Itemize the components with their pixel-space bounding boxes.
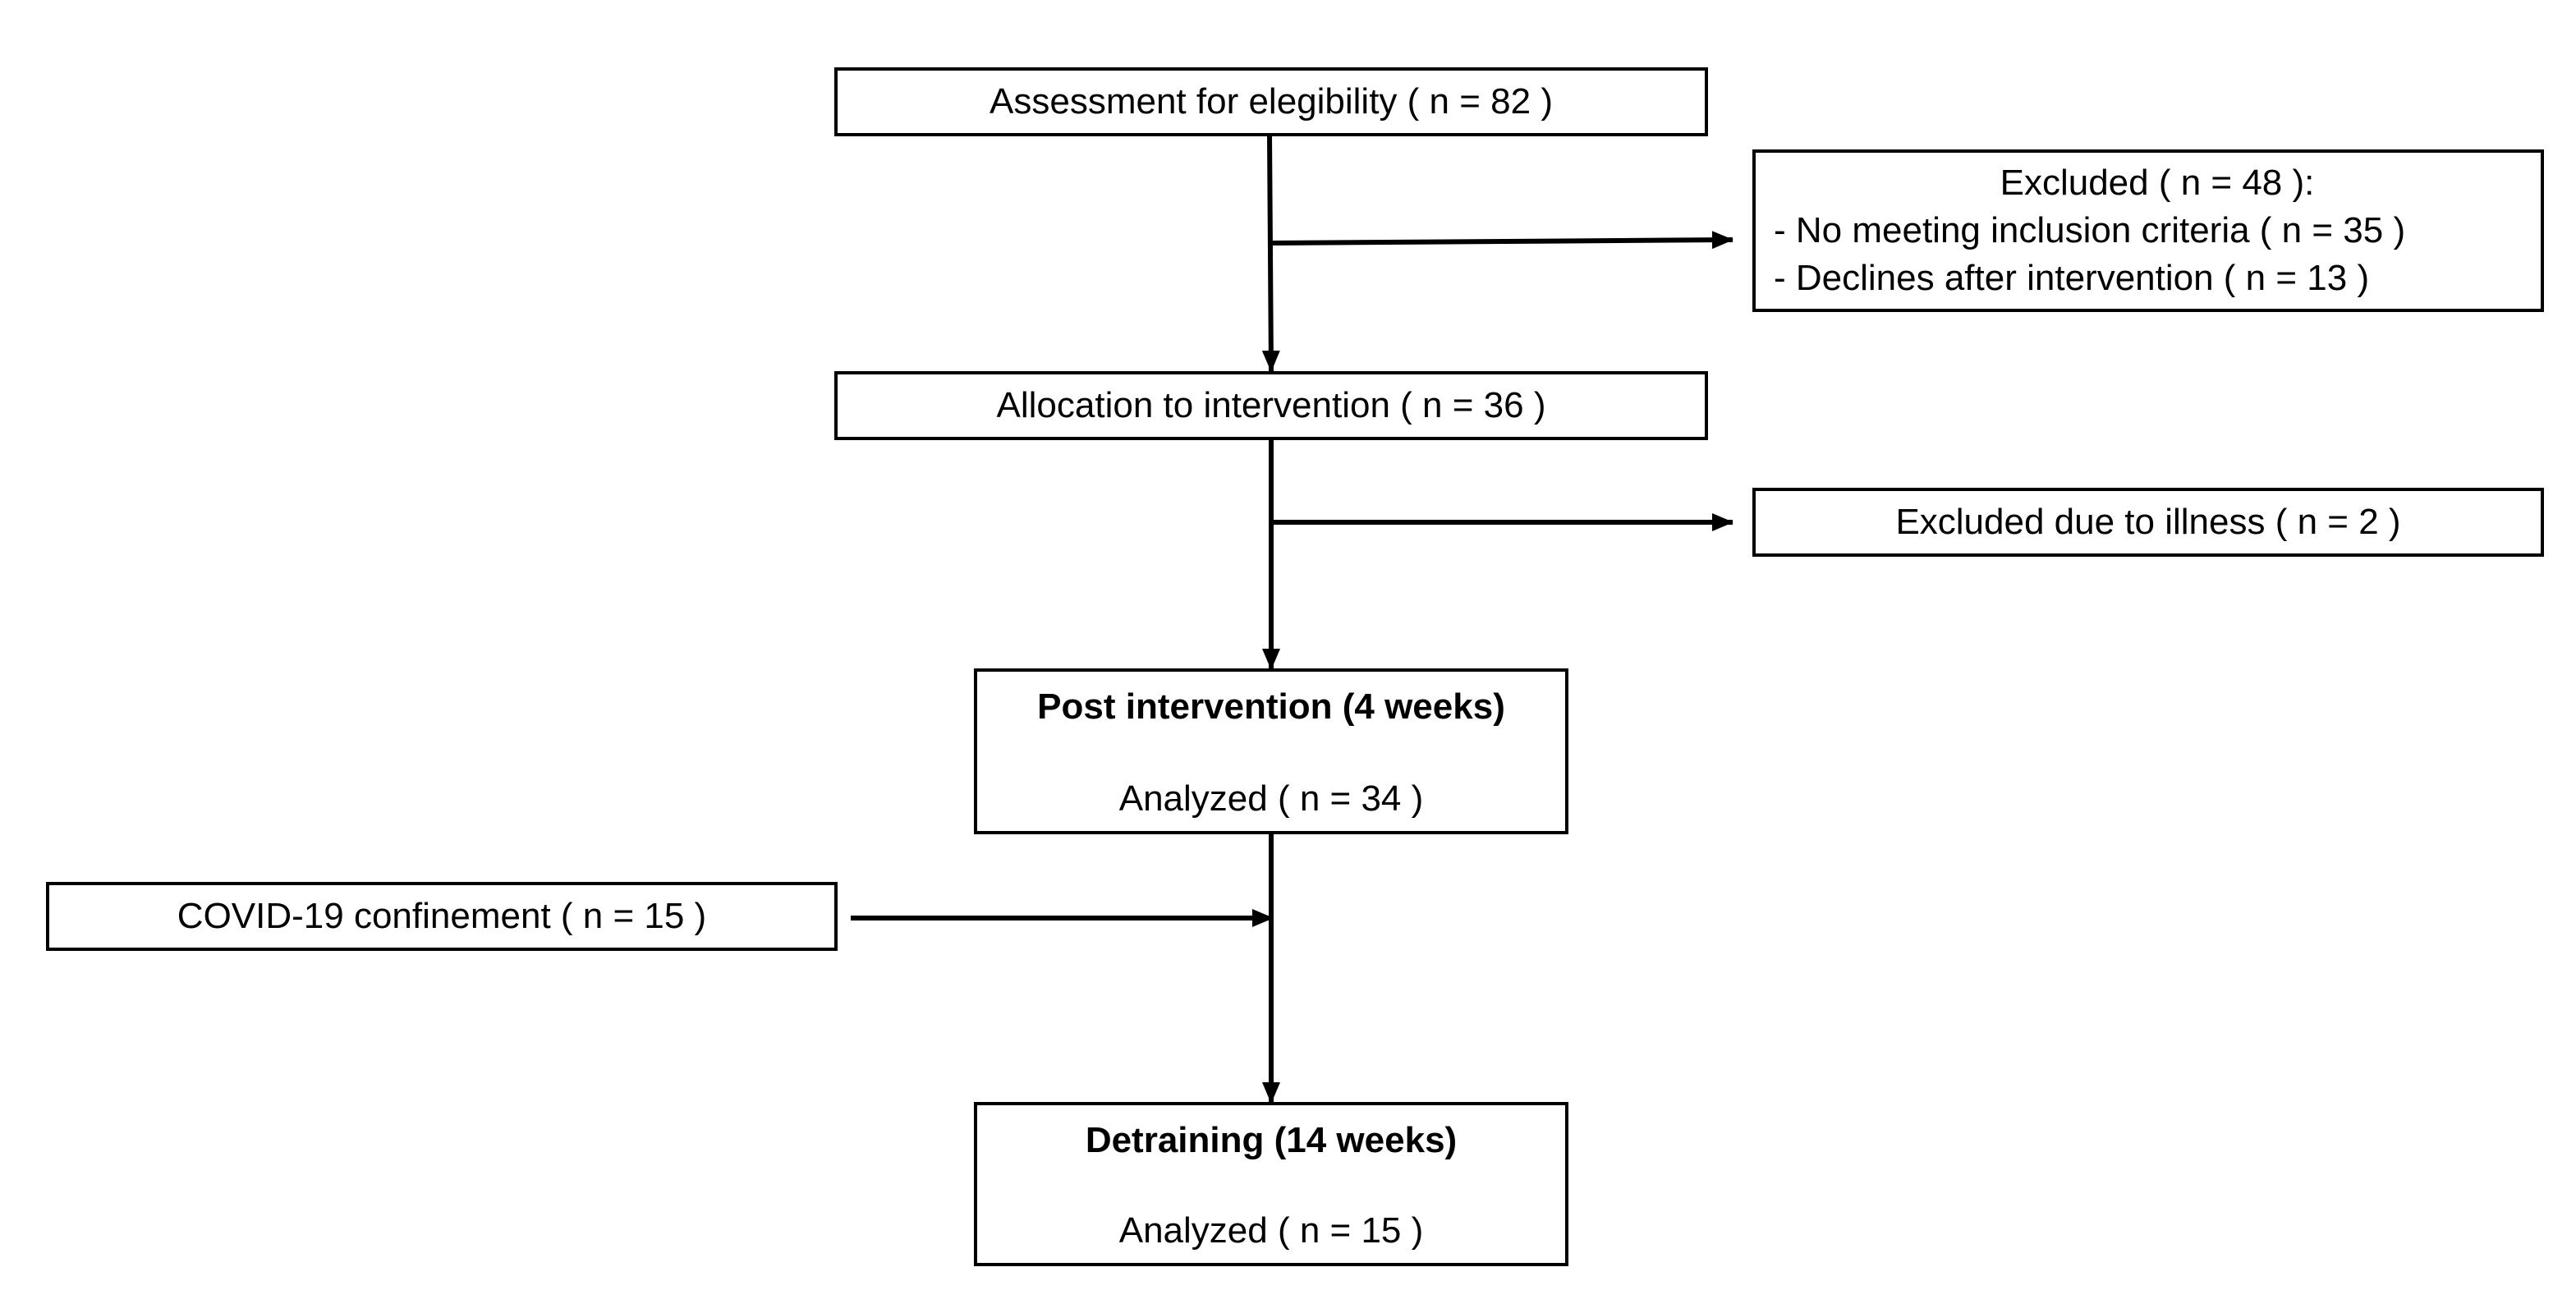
- allocation-label: Allocation to intervention ( n = 36 ): [996, 385, 1546, 425]
- detraining-box: Detraining (14 weeks) Analyzed ( n = 15 …: [974, 1102, 1568, 1266]
- covid-confinement-box: COVID-19 confinement ( n = 15 ): [46, 882, 838, 951]
- excluded-illness-label: Excluded due to illness ( n = 2 ): [1895, 502, 2401, 542]
- post-intervention-box: Post intervention (4 weeks) Analyzed ( n…: [974, 668, 1568, 834]
- excluded-item-inclusion: - No meeting inclusion criteria ( n = 35…: [1774, 210, 2406, 250]
- excluded-illness-box: Excluded due to illness ( n = 2 ): [1752, 488, 2544, 557]
- detraining-analyzed: Analyzed ( n = 15 ): [1118, 1210, 1424, 1251]
- excluded-title: Excluded ( n = 48 ):: [2000, 163, 2315, 203]
- arrow-assessment-to-allocation: [1261, 134, 1280, 372]
- excluded-box: Excluded ( n = 48 ): - No meeting inclus…: [1752, 149, 2544, 312]
- post-intervention-analyzed: Analyzed ( n = 34 ): [1118, 778, 1424, 819]
- arrow-to-excluded: [1270, 231, 1733, 250]
- covid-confinement-label: COVID-19 confinement ( n = 15 ): [177, 896, 707, 936]
- post-intervention-title: Post intervention (4 weeks): [1037, 686, 1505, 727]
- detraining-title: Detraining (14 weeks): [1085, 1120, 1458, 1160]
- assessment-box: Assessment for elegibility ( n = 82 ): [834, 67, 1708, 136]
- assessment-label: Assessment for elegibility ( n = 82 ): [990, 81, 1553, 122]
- allocation-box: Allocation to intervention ( n = 36 ): [834, 371, 1708, 440]
- excluded-item-declines: - Declines after intervention ( n = 13 ): [1774, 258, 2370, 298]
